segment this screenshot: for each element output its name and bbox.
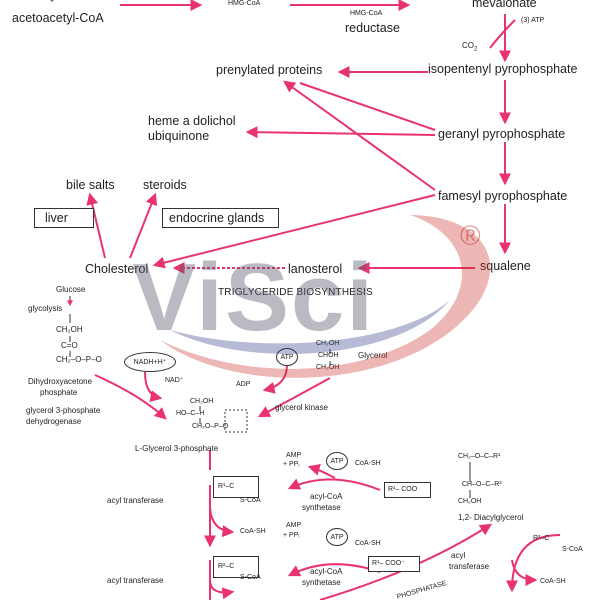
co2-label: CO2 — [462, 41, 478, 53]
atp-circle-1: ATP — [276, 348, 298, 366]
lanosterol-label: lanosterol — [288, 262, 343, 276]
acyl-coa-synth-2a: acyl-CoA — [310, 567, 343, 576]
arrow-zigzag-prenylated — [283, 80, 436, 191]
squalene-label: squalene — [480, 259, 531, 273]
arrow-acyl1-coash — [209, 504, 235, 538]
r2-scoa-label: S-CoA — [240, 574, 261, 581]
arrow-atp2-branch — [307, 464, 336, 479]
geranyl-pp-label: geranyl pyrophosphate — [438, 127, 566, 141]
arrow-acylcoa-synth-1 — [287, 478, 381, 491]
hmg-coa-reductase-label: HMG-CoA — [350, 10, 383, 17]
r1-scoa-label: S-CoA — [240, 497, 261, 504]
atp-circle-2: ATP — [326, 452, 348, 470]
dag-name: 1,2- Diacylglycerol — [458, 513, 524, 522]
g3p-name: L-Glycerol 3-phosphate — [135, 444, 219, 453]
ubiquinone-label: ubiquinone — [148, 129, 210, 143]
glucose-label: Glucose — [56, 285, 86, 294]
dag-line-2: CH–O–C–R² — [462, 481, 502, 488]
arrow-co2-branch — [489, 19, 516, 49]
nadh-circle: NADH+H⁺ — [124, 352, 176, 372]
liver-box: liver — [34, 208, 94, 228]
glycerol-kinase-label: glycerol kinase — [275, 403, 328, 412]
nad-label: NAD⁺ — [165, 377, 184, 384]
g3pdh-label-2: dehydrogenase — [26, 417, 82, 426]
isopentenyl-pp-label: isopentenyl pyrophosphate — [428, 62, 578, 76]
arrow-dag-coash — [511, 559, 538, 586]
arrow-geranyl-to-heme — [245, 126, 436, 139]
glycerol-ch2oh-top: CH₂OH — [316, 340, 340, 347]
prenylated-proteins-label: prenylated proteins — [216, 63, 323, 77]
acyl-transferase-3b: transferase — [449, 562, 490, 571]
acetoacetyl-coa-label: acetoacetyl-CoA — [12, 11, 104, 25]
acyl-transferase-2: acyl transferase — [107, 576, 164, 585]
g3p-hoch: HO–C–H — [176, 410, 205, 417]
coash-out-1: CoA-SH — [240, 528, 266, 535]
amp-1: AMP — [286, 452, 302, 459]
r1-acyl-box: R¹–C — [213, 476, 259, 498]
arrow-farnesyl-to-cholesterol — [152, 194, 436, 269]
plus-sign: + — [50, 0, 55, 5]
acyl-coa-synth-1b: synthetase — [302, 503, 341, 512]
arrow-acyl2-coash — [209, 579, 235, 600]
glycerol-ch2oh-bot: CH₂OH — [316, 364, 340, 371]
dhap-ch2op: CH₂–O–P–O — [56, 355, 102, 364]
dag-line-3: CH₂OH — [458, 498, 482, 505]
g3p-dashed-box — [224, 409, 248, 433]
g3pdh-label-1: glycerol 3-phosphate — [26, 406, 101, 415]
g3p-ch2o: CH₂O–P–O — [192, 423, 229, 430]
g3p-ch2oh: CH₂OH — [190, 398, 214, 405]
atp-circle-3: ATP — [326, 528, 348, 546]
coash-in-2: CoA-SH — [355, 540, 381, 547]
mevalonate-label: mevalonate — [472, 0, 537, 10]
r3-acyl-label: R³–C — [533, 535, 550, 542]
atp3-label: (3) ATP — [521, 17, 545, 24]
glycolysis-label: glycolysis — [28, 304, 63, 313]
acyl-coa-synth-2b: synthetase — [302, 578, 341, 587]
dhap-co: C=O — [61, 341, 78, 350]
triglyceride-heading: TRIGLYCERIDE BIOSYNTHESIS — [218, 287, 373, 298]
reductase-label: reductase — [345, 21, 400, 35]
pp-1: + PPᵢ — [283, 461, 300, 468]
acyl-coa-synth-1a: acyl-CoA — [310, 492, 343, 501]
arrow-nadh-to-nad — [144, 371, 163, 402]
steroids-label: steroids — [143, 178, 187, 192]
glycerol-label: Glycerol — [358, 351, 388, 360]
arrow-glycerol-to-g3p — [257, 377, 331, 418]
dhap-ch2oh: CH₂OH — [56, 325, 83, 334]
r3-scoa-label: S-CoA — [562, 546, 583, 553]
endocrine-glands-box: endocrine glands — [162, 208, 279, 228]
arrow-zigzag-geranyl — [299, 82, 436, 131]
heme-dolichol-label: heme a dolichol — [148, 114, 236, 128]
cholesterol-label: Cholesterol — [85, 262, 149, 276]
dag-line-1: CH₂–O–C–R¹ — [458, 453, 501, 460]
arrow-cholesterol-to-bile — [86, 192, 106, 259]
farnesyl-pp-label: famesyl pyrophosphate — [438, 189, 568, 203]
r2-coo-box: R¹– COO⁻ — [368, 556, 420, 572]
amp-2: AMP — [286, 522, 302, 529]
acyl-transferase-3a: acyl — [451, 551, 466, 560]
bile-salts-label: bile salts — [66, 178, 115, 192]
hmg-coa-label: HMG-CoA — [228, 0, 261, 7]
acyl-transferase-1: acyl transferase — [107, 496, 164, 505]
arrow-dag-down — [506, 534, 561, 593]
r2-acyl-box: R²–C — [213, 556, 259, 578]
coash-out-3: CoA-SH — [540, 578, 566, 585]
r1-coo-box: R¹– COO — [384, 482, 431, 498]
coash-in-1: CoA-SH — [355, 460, 381, 467]
dhap-name-2: phosphate — [40, 388, 78, 397]
pp-2: + PPᵢ — [283, 532, 300, 539]
arrow-dhap-to-g3p — [94, 374, 167, 420]
arrow-cholesterol-to-steroids — [129, 192, 158, 259]
glycerol-choh: CHOH — [318, 352, 339, 359]
arrow-atp-to-adp — [262, 364, 288, 394]
adp-label: ADP — [236, 381, 251, 388]
dhap-name-1: Dihydroxyacetone — [28, 377, 93, 386]
